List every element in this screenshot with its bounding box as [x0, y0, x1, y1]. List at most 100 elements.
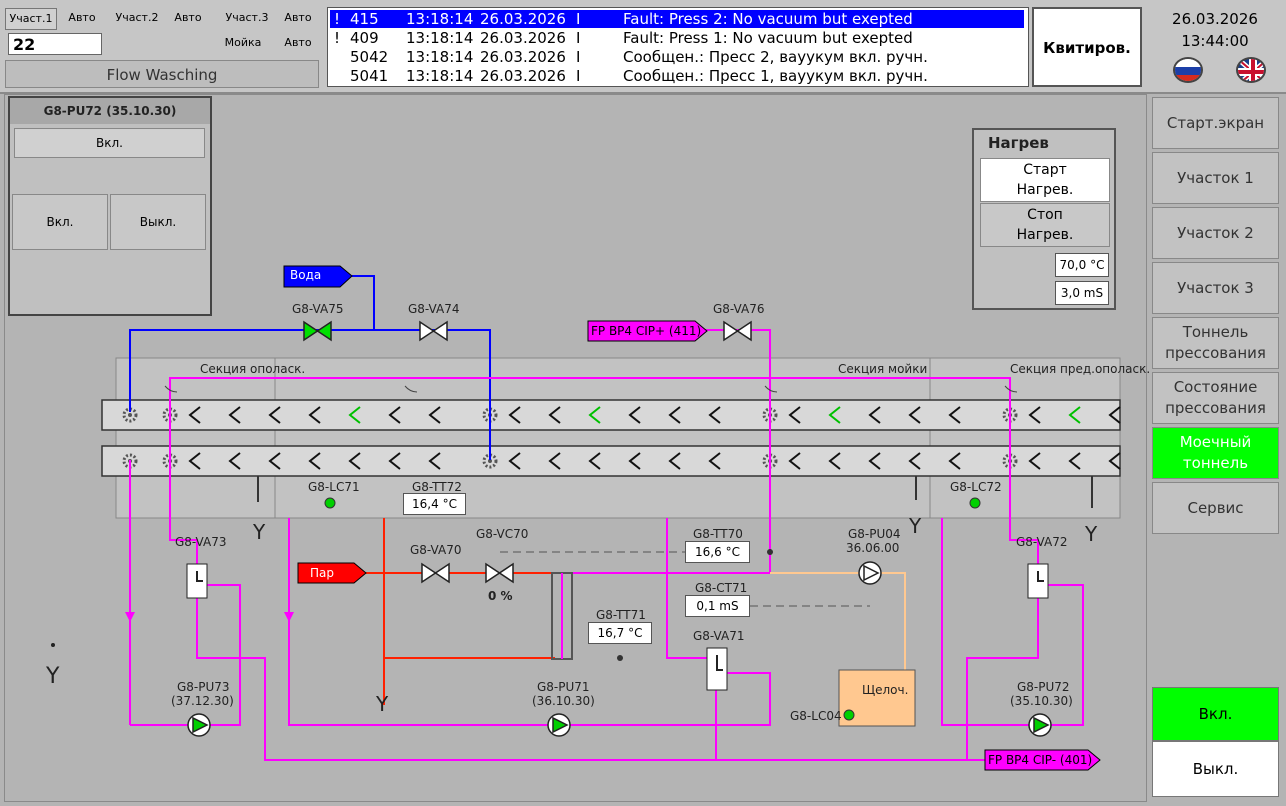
section-rinse-label: Секция ополаск. — [200, 362, 306, 376]
conveyor-chevron — [308, 452, 321, 470]
conveyor-chevron — [228, 452, 241, 470]
nav-button[interactable]: Тоннель прессования — [1152, 317, 1279, 369]
conveyor-chevron — [428, 406, 441, 424]
valve-va70-label: G8-VA70 — [410, 543, 462, 557]
nav-button-label: Моечный тоннель — [1179, 433, 1252, 472]
conveyor-chevron — [268, 406, 281, 424]
conveyor-chevron — [588, 406, 601, 424]
pump-pu04-code: 36.06.00 — [846, 541, 900, 555]
level-lc71-label: G8-LC71 — [308, 480, 360, 494]
zone-mode-1: Авто — [68, 11, 96, 24]
conveyor-chevron — [708, 452, 721, 470]
water-inlet-tag: Вода — [290, 268, 322, 282]
alarm-time: 13:18:14 — [406, 29, 474, 47]
pump-panel-title: G8-PU72 (35.10.30) — [10, 98, 210, 124]
global-off-button[interactable]: Выкл. — [1152, 741, 1279, 797]
zone-tab-1[interactable]: Участ.1 — [5, 8, 57, 30]
clock: 26.03.2026 13:44:00 — [1152, 8, 1278, 52]
sensor-tt70-value: 16,6 °C — [685, 541, 750, 563]
nav-button[interactable]: Сервис — [1152, 482, 1279, 534]
heating-title: Нагрев — [988, 134, 1049, 152]
alarm-date: 26.03.2026 — [480, 10, 566, 28]
conveyor-chevron — [588, 452, 601, 470]
sensor-tt71-label: G8-TT71 — [596, 608, 646, 622]
conveyor-chevron — [1068, 406, 1081, 424]
heating-panel: Нагрев Старт Нагрев. Стоп Нагрев. 70,0 °… — [972, 128, 1116, 310]
conveyor-chevron — [508, 452, 521, 470]
lye-tank-label: Щелоч. — [862, 683, 909, 697]
conveyor-chevron — [788, 452, 801, 470]
drain-symbol: Y — [1085, 522, 1098, 546]
heating-stop-button[interactable]: Стоп Нагрев. — [980, 203, 1110, 247]
alarm-text: Сообщен.: Пресс 2, вауукум вкл. ручн. — [623, 48, 928, 66]
pump-pu73-code: (37.12.30) — [171, 694, 234, 708]
sensor-tt71-value: 16,7 °C — [588, 622, 652, 644]
section-wash-label: Секция мойки — [838, 362, 928, 376]
gear-icon — [482, 453, 498, 469]
axis-y-label: Y — [46, 664, 60, 689]
pump-on-button[interactable]: Вкл. — [12, 194, 108, 250]
heating-start-button[interactable]: Старт Нагрев. — [980, 158, 1110, 202]
alarm-type: I — [576, 10, 581, 28]
nav-button[interactable]: Участок 2 — [1152, 207, 1279, 259]
zone-tab-2[interactable]: Участ.2 — [115, 11, 159, 24]
nav-button[interactable]: Моечный тоннель — [1152, 427, 1279, 479]
heating-temp-setpoint[interactable]: 70,0 °C — [1055, 253, 1109, 277]
sensor-tt72-label: G8-TT72 — [412, 480, 462, 494]
uk-flag-icon[interactable] — [1236, 57, 1266, 83]
nav-button[interactable]: Участок 3 — [1152, 262, 1279, 314]
section-prerinse-label: Секция пред.ополаск. — [1010, 362, 1151, 376]
conveyor-chevron — [908, 406, 921, 424]
pump-pu72-label: G8-PU72 — [1017, 680, 1070, 694]
pump-pu04-label: G8-PU04 — [848, 527, 901, 541]
nav-button[interactable]: Участок 1 — [1152, 152, 1279, 204]
pump-off-button[interactable]: Выкл. — [110, 194, 206, 250]
alarm-date: 26.03.2026 — [480, 67, 566, 85]
russian-flag-icon[interactable] — [1173, 57, 1203, 83]
sensor-ct71-label: G8-CT71 — [695, 581, 748, 595]
cip-plus-tag: FP BP4 CIP+ (411) — [591, 324, 702, 338]
drain-symbol: Y — [376, 692, 389, 716]
alarm-text: Fault: Press 1: No vacuum but exepted — [623, 29, 913, 47]
conveyor-chevron — [228, 406, 241, 424]
nav-button[interactable]: Состояние прессования — [1152, 372, 1279, 424]
pump-status: Вкл. — [14, 128, 205, 158]
alarm-type: I — [576, 67, 581, 85]
process-diagram — [51, 265, 1121, 771]
conveyor-chevron — [308, 406, 321, 424]
flow-washing-button[interactable]: Flow Wasching — [5, 60, 319, 88]
alarm-id: 415 — [350, 10, 379, 28]
zone-tab-wash[interactable]: Мойка — [224, 36, 262, 49]
acknowledge-button[interactable]: Квитиров. — [1032, 7, 1142, 87]
conveyor-chevron — [508, 406, 521, 424]
conveyor-chevron — [828, 452, 841, 470]
alarm-time: 13:18:14 — [406, 48, 474, 66]
valve-va76-label: G8-VA76 — [713, 302, 765, 316]
pump-pu71-code: (36.10.30) — [532, 694, 595, 708]
heating-cond-setpoint[interactable]: 3,0 mS — [1055, 281, 1109, 305]
alarm-id: 5042 — [350, 48, 389, 66]
nav-button[interactable]: Старт.экран — [1152, 97, 1279, 149]
conveyor-chevron — [948, 406, 961, 424]
conveyor-chevron — [1108, 452, 1121, 470]
nav-button-label: Участок 3 — [1177, 278, 1254, 297]
conveyor-chevron — [1028, 452, 1041, 470]
alarm-time: 13:18:14 — [406, 67, 474, 85]
cip-minus-tag: FP BP4 CIP- (401) — [988, 753, 1093, 767]
counter-field[interactable]: 22 — [8, 33, 102, 55]
pump-pu72-code: (35.10.30) — [1010, 694, 1073, 708]
global-on-button[interactable]: Вкл. — [1152, 687, 1279, 741]
zone-tab-3[interactable]: Участ.3 — [225, 11, 269, 24]
level-lc72-label: G8-LC72 — [950, 480, 1002, 494]
conveyor-chevron — [1028, 406, 1041, 424]
conveyor-chevron — [348, 406, 361, 424]
pump-pu73-label: G8-PU73 — [177, 680, 230, 694]
gear-icon — [128, 413, 132, 417]
valve-va74-label: G8-VA74 — [408, 302, 460, 316]
valve-va75-label: G8-VA75 — [292, 302, 344, 316]
